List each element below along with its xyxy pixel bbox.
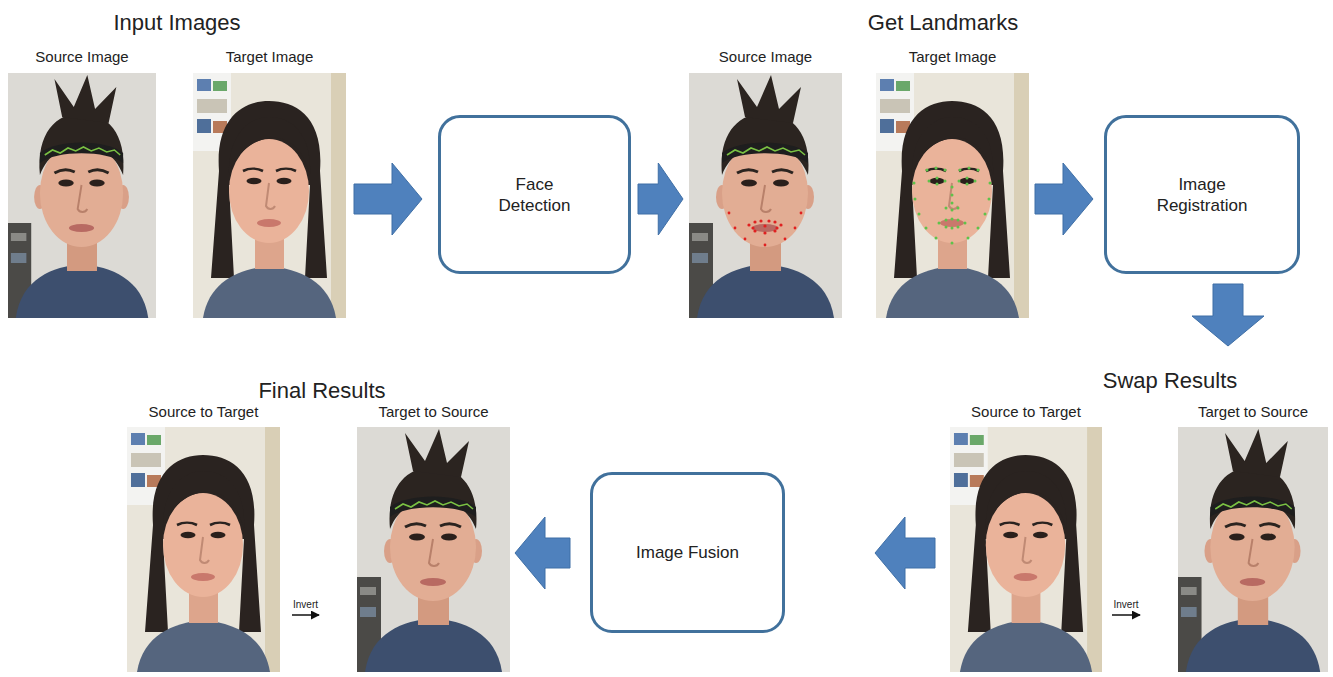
photo-panel: Target Image xyxy=(193,48,346,318)
process-label: Image Registration xyxy=(1146,174,1258,216)
photo-caption: Source to Target xyxy=(127,403,280,421)
photo-caption: Target to Source xyxy=(1178,403,1328,421)
image-group: Source Image Target Image Get Landmarks xyxy=(689,10,1029,318)
photo-caption: Source Image xyxy=(8,48,156,66)
process-box: Face Detection xyxy=(438,115,631,274)
block-arrow xyxy=(638,163,683,235)
block-arrow xyxy=(875,517,935,589)
final-target-to-source-photo xyxy=(357,427,510,672)
photo-panel: Source to Target xyxy=(950,403,1102,672)
group-heading: Swap Results xyxy=(1103,368,1238,394)
photo-caption: Target Image xyxy=(193,48,346,66)
image-group: Source Image Target Image Input Images xyxy=(8,10,346,318)
image-group: Source to Target Target to Source Swap Res… xyxy=(950,368,1328,672)
photo-panel: Target to Source xyxy=(1178,403,1328,672)
block-arrow xyxy=(1035,163,1093,235)
block-arrow xyxy=(515,517,570,589)
group-heading: Get Landmarks xyxy=(868,10,1018,36)
group-heading: Input Images xyxy=(113,10,240,36)
source-landmarks xyxy=(728,212,803,247)
target-landmark-photo xyxy=(876,73,1029,318)
target-landmarks xyxy=(913,167,992,245)
invert-arrow xyxy=(1112,614,1140,616)
swap-source-to-target-photo xyxy=(950,427,1102,672)
process-label: Face Detection xyxy=(485,174,585,216)
target-photo xyxy=(193,73,346,318)
photo-panel: Source to Target xyxy=(127,403,280,672)
edge-label: Invert xyxy=(292,599,319,610)
source-photo xyxy=(8,73,156,318)
photo-panel: Target to Source xyxy=(357,403,510,672)
photo-caption: Source to Target xyxy=(950,403,1102,421)
photo-panel: Target Image xyxy=(876,48,1029,318)
block-arrow xyxy=(1192,284,1264,346)
process-label: Image Fusion xyxy=(636,542,739,563)
edge-label: Invert xyxy=(1112,599,1139,610)
block-arrow xyxy=(354,163,422,235)
photo-panel: Source Image xyxy=(8,48,156,318)
group-heading: Final Results xyxy=(258,378,385,404)
source-landmark-photo xyxy=(689,73,842,318)
photo-caption: Target Image xyxy=(876,48,1029,66)
invert-arrow xyxy=(292,614,319,616)
photo-caption: Source Image xyxy=(689,48,842,66)
swap-target-to-source-photo xyxy=(1178,427,1328,672)
process-box: Image Registration xyxy=(1104,115,1300,274)
image-group: Source to Target Target to SourceFinal Re… xyxy=(127,378,510,672)
photo-panel: Source Image xyxy=(689,48,842,318)
process-box: Image Fusion xyxy=(590,472,785,633)
final-source-to-target-photo xyxy=(127,427,280,672)
photo-caption: Target to Source xyxy=(357,403,510,421)
